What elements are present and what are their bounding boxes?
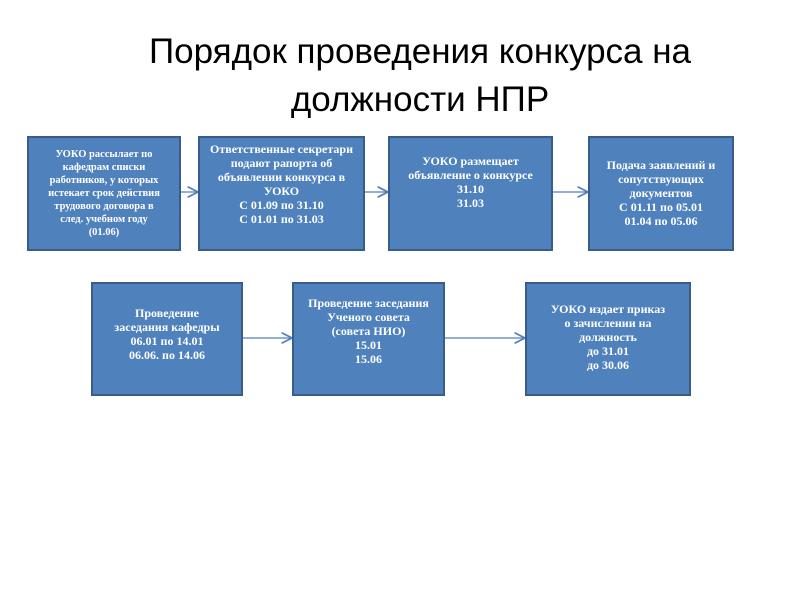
step-text: о зачислении на: [564, 316, 652, 330]
step-text: С 01.01 по 31.03: [239, 212, 324, 226]
step-text: след. учебном году: [60, 214, 148, 225]
step-text: кафедрам списки: [62, 162, 146, 173]
step-text: должность: [579, 330, 637, 344]
step-text: 06.06. по 14.06: [129, 348, 205, 362]
step-text: объявлении конкурса в: [217, 170, 346, 184]
step-4-box: Подача заявлений и сопутствующих докумен…: [588, 136, 734, 251]
step-text: объявление о конкурсе: [408, 168, 533, 182]
slide-title: Порядок проведения конкурса на должности…: [100, 28, 740, 124]
step-7-box: УОКО издает приказ о зачислении на должн…: [525, 282, 691, 396]
step-text: работников, у которых: [49, 175, 159, 186]
step-text: УОКО размещает: [422, 154, 519, 168]
step-text: С 01.09 по 31.10: [239, 198, 324, 212]
step-text: 01.04 по 05.06: [624, 214, 698, 228]
step-text: истекает срок действия: [48, 188, 160, 199]
step-text: 31.03: [457, 196, 484, 210]
step-text: документов: [629, 186, 693, 200]
step-text: трудового договора в: [54, 201, 154, 212]
step-text: до 30.06: [586, 358, 630, 372]
step-text: 15.06: [355, 352, 382, 366]
step-text: 06.01 по 14.01: [130, 334, 204, 348]
step-text: УОКО издает приказ: [550, 302, 666, 316]
step-text: Подача заявлений и: [606, 158, 716, 172]
step-text: 31.10: [457, 182, 484, 196]
title-line-2: должности НПР: [290, 80, 550, 119]
step-text: Ответственные секретари: [210, 142, 353, 156]
step-text: С 01.11 по 05.01: [619, 200, 703, 214]
step-text: 15.01: [355, 338, 382, 352]
step-1-box: УОКО рассылает по кафедрам списки работн…: [27, 136, 181, 251]
step-2-box: Ответственные секретари подают рапорта о…: [198, 136, 365, 251]
step-6-box: Проведение заседания Ученого совета (сов…: [292, 282, 445, 396]
step-5-box: Проведение заседания кафедры 06.01 по 14…: [91, 282, 243, 396]
step-text: УОКО: [263, 184, 300, 198]
step-text: Проведение: [135, 306, 199, 320]
title-line-1: Порядок проведения конкурса на: [148, 32, 692, 71]
step-text: до 31.01: [586, 344, 630, 358]
step-text: заседания кафедры: [114, 320, 220, 334]
step-text: УОКО рассылает по: [55, 149, 153, 160]
step-text: (совета НИО): [331, 324, 406, 338]
step-text: сопутствующих: [618, 172, 704, 186]
step-text: (01.06): [88, 227, 120, 238]
step-text: Проведение заседания: [308, 296, 429, 310]
step-text: Ученого совета: [327, 310, 410, 324]
step-3-box: УОКО размещает объявление о конкурсе 31.…: [388, 136, 553, 251]
step-text: подают рапорта об: [230, 156, 333, 170]
